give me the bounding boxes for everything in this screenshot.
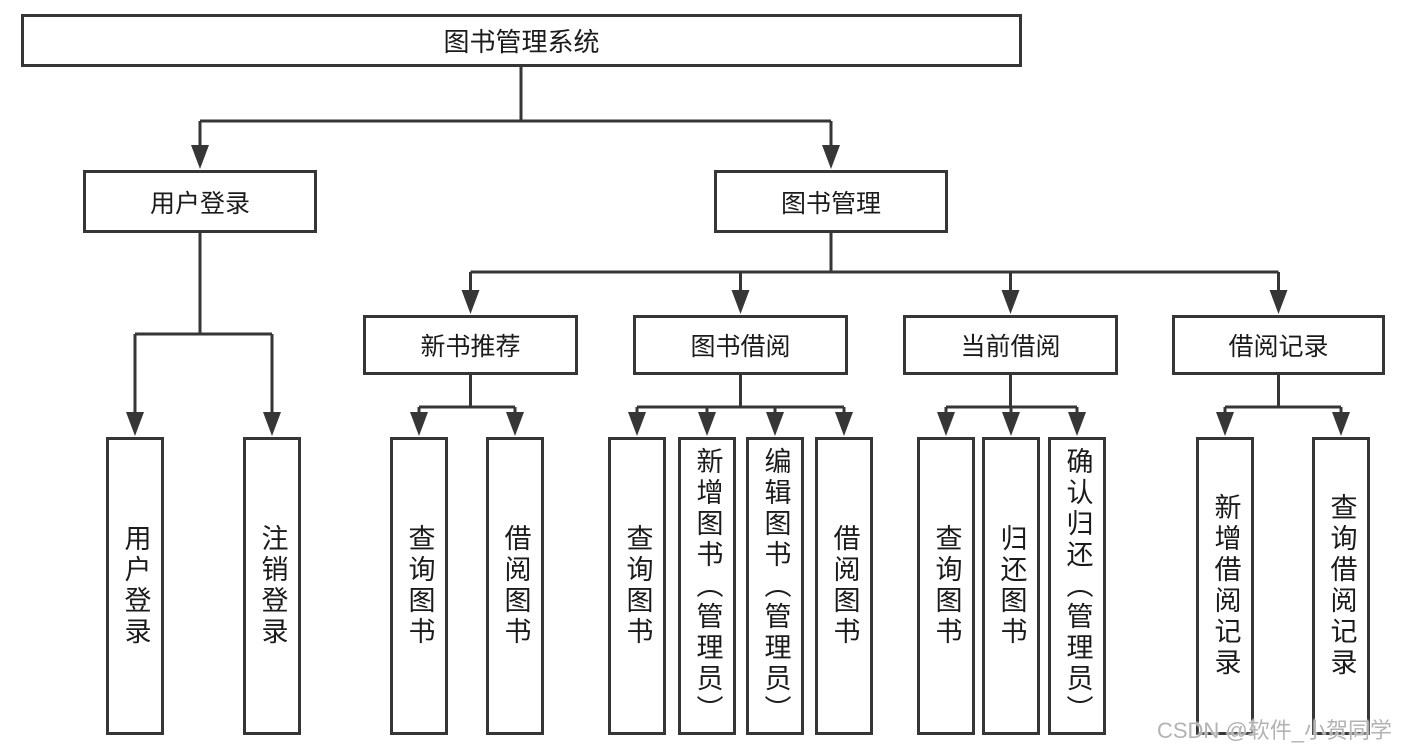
- node-add-borrow-record: 新增借阅记录: [1196, 437, 1254, 735]
- node-label: 图书借阅: [690, 333, 791, 361]
- arrow-icon: [731, 290, 750, 314]
- node-label: 用户登录: [149, 189, 250, 218]
- arrow-icon: [628, 412, 646, 436]
- arrow-icon: [1216, 412, 1234, 436]
- node-borrow-books-recommend: 借阅图书: [486, 437, 544, 735]
- arrow-icon: [698, 412, 716, 436]
- node-new-book-recommend: 新书推荐: [363, 315, 578, 375]
- node-current-borrow: 当前借阅: [903, 315, 1118, 375]
- node-label: 归还图书: [996, 524, 1027, 648]
- node-label: 借阅图书: [500, 524, 531, 648]
- arrow-icon: [1001, 290, 1020, 314]
- node-query-borrow-record: 查询借阅记录: [1312, 437, 1370, 735]
- node-edit-books-admin: 编辑图书（管理员）: [746, 437, 804, 735]
- node-book-borrow: 图书借阅: [633, 315, 848, 375]
- node-borrow-books: 借阅图书: [815, 437, 873, 735]
- node-user-login: 用户登录: [106, 437, 164, 735]
- node-label: 新增借阅记录: [1210, 493, 1241, 679]
- arrow-icon: [937, 412, 955, 436]
- connector-records-split: [1223, 375, 1343, 414]
- node-label: 查询图书: [931, 524, 962, 648]
- node-label: 编辑图书（管理员）: [760, 446, 791, 726]
- node-query-books-borrow: 查询图书: [608, 437, 666, 735]
- connector-newbook-split: [417, 375, 517, 414]
- node-root: 图书管理系统: [21, 14, 1022, 67]
- arrow-icon: [822, 145, 840, 169]
- arrow-icon: [506, 412, 524, 436]
- node-label: 借阅记录: [1228, 333, 1329, 361]
- node-label: 借阅图书: [829, 524, 860, 648]
- arrow-icon: [835, 412, 853, 436]
- arrow-icon: [1068, 412, 1086, 436]
- arrow-icon: [1002, 412, 1020, 436]
- node-label: 注销登录: [257, 524, 288, 648]
- node-label: 确认归还（管理员）: [1062, 446, 1093, 726]
- arrow-icon: [191, 145, 209, 169]
- arrow-icon: [263, 412, 281, 436]
- node-label: 查询图书: [622, 524, 653, 648]
- arrow-icon: [461, 290, 480, 314]
- node-borrow-records: 借阅记录: [1172, 315, 1385, 375]
- arrow-icon: [1332, 412, 1350, 436]
- node-query-books-current: 查询图书: [917, 437, 975, 735]
- connector-current-split: [944, 375, 1079, 414]
- node-book-management: 图书管理: [714, 170, 948, 233]
- node-add-books-admin: 新增图书（管理员）: [678, 437, 736, 735]
- node-label: 新书推荐: [420, 333, 521, 361]
- node-root-label: 图书管理系统: [443, 27, 600, 57]
- connector-mgmt-split: [469, 233, 1280, 291]
- node-label: 图书管理: [780, 189, 881, 218]
- node-confirm-return-admin: 确认归还（管理员）: [1048, 437, 1106, 735]
- connector-borrow-split: [635, 375, 846, 414]
- arrow-icon: [1269, 290, 1288, 314]
- node-return-books: 归还图书: [982, 437, 1040, 735]
- node-label: 当前借阅: [960, 333, 1061, 361]
- node-label: 用户登录: [120, 524, 151, 648]
- node-query-books-recommend: 查询图书: [390, 437, 448, 735]
- node-label: 新增图书（管理员）: [692, 446, 723, 726]
- node-logout: 注销登录: [243, 437, 301, 735]
- csdn-watermark: CSDN @软件_小贺同学: [1156, 718, 1392, 743]
- connector-login-split: [133, 233, 274, 413]
- node-label: 查询图书: [404, 524, 435, 648]
- node-user-login-branch: 用户登录: [83, 170, 317, 233]
- arrow-icon: [126, 412, 144, 436]
- connector-root-to-level1: [198, 66, 833, 146]
- node-label: 查询借阅记录: [1326, 493, 1357, 679]
- arrow-icon: [766, 412, 784, 436]
- arrowheads: [126, 145, 1350, 436]
- arrow-icon: [410, 412, 428, 436]
